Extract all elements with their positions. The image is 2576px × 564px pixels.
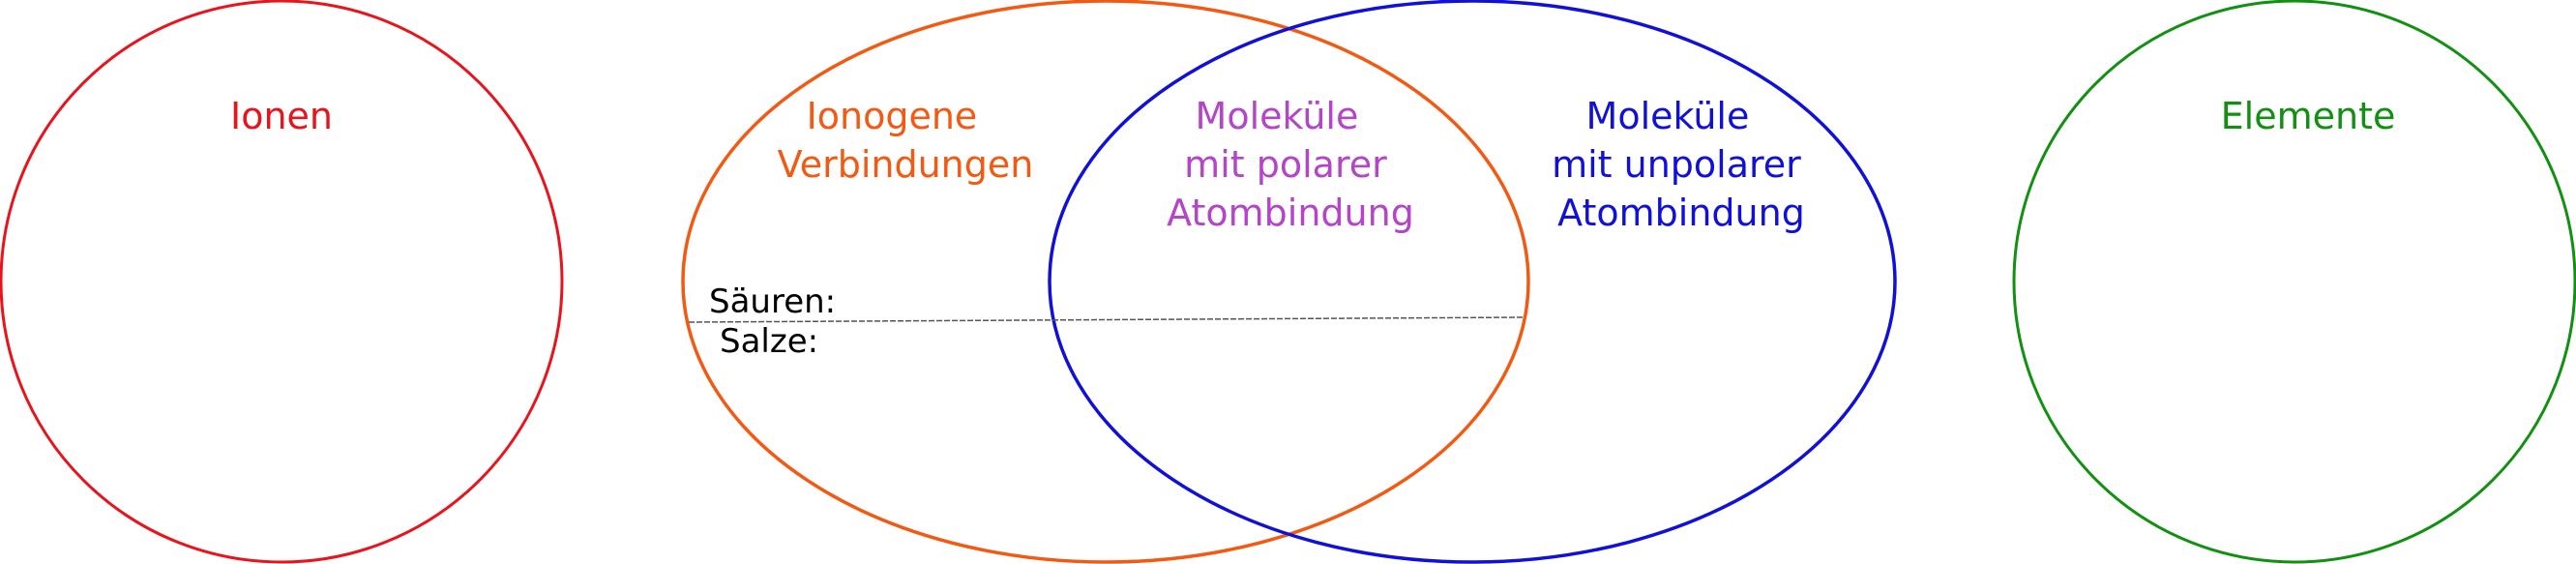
unpolar-label: Moleküle mit unpolarer Atombindung — [1552, 95, 1813, 234]
elemente-circle — [2012, 0, 2576, 564]
ionogene-line-2: Verbindungen — [778, 143, 1034, 186]
unpolar-line-2: mit unpolarer — [1552, 143, 1801, 186]
polar-line-3: Atombindung — [1167, 192, 1414, 234]
polar-label: Moleküle mit polarer Atombindung — [1167, 95, 1414, 234]
ionen-label: Ionen — [230, 95, 333, 137]
polar-line-2: mit polarer — [1184, 143, 1387, 186]
salze-label: Salze: — [720, 322, 818, 361]
ionogene-verbindungen-ellipse — [681, 0, 1530, 564]
ionogene-label: Ionogene Verbindungen — [778, 95, 1034, 186]
unpolar-line-1: Moleküle — [1586, 95, 1750, 137]
ionen-circle — [0, 0, 564, 564]
unpolar-line-3: Atombindung — [1557, 192, 1805, 234]
elemente-label: Elemente — [2221, 95, 2396, 137]
polar-line-1: Moleküle — [1196, 95, 1359, 137]
saeuren-label: Säuren: — [709, 282, 836, 321]
ionogene-line-1: Ionogene — [807, 95, 978, 137]
unpolar-molecules-ellipse — [1048, 0, 1897, 564]
